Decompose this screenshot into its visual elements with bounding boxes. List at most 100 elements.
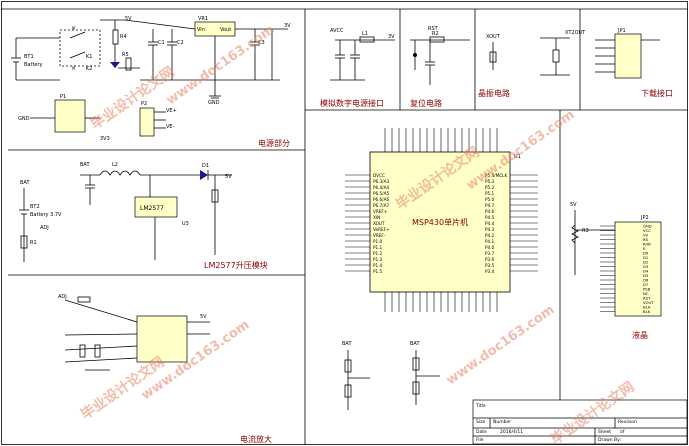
- ve-plus-label: VE+: [166, 108, 177, 114]
- amp-section: ADJ 5V 电流放大: [58, 294, 272, 444]
- amp-chip: [136, 315, 188, 363]
- mcu-left-pin: XIN: [373, 215, 380, 220]
- lcd-pin: VCC: [643, 228, 651, 233]
- v5-label-top: 5V: [125, 16, 132, 22]
- battery-label: Battery: [24, 62, 43, 68]
- l2-label: L2: [112, 162, 118, 168]
- lcd-pin: RS: [643, 237, 649, 242]
- jtag-connector: [614, 33, 642, 79]
- mcu-left-pin: DVCC: [373, 173, 385, 178]
- p2-label: P2: [141, 101, 147, 107]
- lcd-pin: D0: [643, 251, 649, 256]
- lcd-pin: D5: [643, 273, 649, 278]
- mcu-bottom-pins: [384, 292, 498, 312]
- bat-label-pot1: BAT: [342, 341, 352, 347]
- lcd-pin: VOUT: [643, 300, 654, 305]
- mcu-left-pin: P1.0: [373, 239, 383, 244]
- mcu-right-pin: P3.7: [485, 251, 495, 256]
- mcu-section: DVCCP6.3/A3P6.4/A4P6.5/A5P6.6/A6P6.7/A7V…: [345, 128, 538, 312]
- mcu-right-pin: P3.4: [485, 269, 495, 274]
- crystal-section: XOUT XT2OUT 晶振电路: [478, 30, 586, 98]
- v5-label-amp: 5V: [200, 314, 207, 320]
- mcu-left-pin: XOUT: [373, 221, 385, 226]
- mcu-right-pin: P4.1: [485, 239, 495, 244]
- vr1-label: VR1: [198, 16, 208, 22]
- c2-label: C2: [177, 40, 184, 46]
- c2-capacitor: [167, 29, 177, 80]
- download-section: JP1 下载接口: [595, 28, 673, 98]
- lcd-pin: D6: [643, 278, 649, 283]
- mcu-right-pin: P4.7: [485, 203, 495, 208]
- lcd-pin: BLA: [643, 305, 651, 310]
- p2-connector: [139, 107, 155, 137]
- mcu-left-pin: P6.3/A3: [373, 179, 389, 184]
- v3-label-analog: 3V: [388, 34, 395, 40]
- svg-text:×: ×: [71, 25, 76, 32]
- file-label: File: [476, 437, 484, 443]
- mcu-right-pin: P4.4: [485, 221, 495, 226]
- vin-label: Vin: [197, 27, 205, 33]
- lcd-pin: D4: [643, 269, 649, 274]
- drawn-label: Drawn By:: [598, 437, 621, 443]
- adj-label: ADJ: [40, 225, 49, 231]
- title-block: Title Size Number Revision Date 2016/4/1…: [472, 399, 688, 445]
- mcu-left-pin: P1.5: [373, 269, 383, 274]
- k2-label: K2: [86, 66, 92, 72]
- revision-label: Revision: [618, 419, 637, 425]
- mcu-right-pin: P5.1: [485, 191, 495, 196]
- v5-label-boost: 5V: [225, 174, 232, 180]
- section-reset-title: 复位电路: [410, 98, 442, 108]
- date-value: 2016/4/11: [500, 429, 523, 435]
- date-label: Date: [476, 429, 487, 435]
- mcu-right-pin: P4.6: [485, 209, 495, 214]
- xt2out-label: XT2OUT: [565, 30, 586, 36]
- c1-capacitor: [148, 29, 158, 80]
- mcu-left-pin: P1.3: [373, 257, 383, 262]
- xout-label: XOUT: [486, 34, 501, 40]
- jtag-label: JP1: [617, 28, 626, 34]
- section-power-title: 电源部分: [258, 138, 290, 148]
- u3-label: U3: [182, 221, 189, 227]
- lcd-pin: D7: [643, 282, 649, 287]
- gnd-label-power: GND: [208, 100, 220, 106]
- lcd-connector: [614, 221, 662, 317]
- sheet-of-label: of: [620, 429, 625, 435]
- adj-label-amp: ADJ: [58, 294, 67, 300]
- d1-label: D1: [202, 163, 209, 169]
- mcu-left-pin: P1.2: [373, 251, 383, 256]
- lcd-pin: D2: [643, 260, 649, 265]
- section-download-title: 下载接口: [641, 88, 673, 98]
- bt2-label: BT2: [30, 204, 40, 210]
- bat-label: BAT: [20, 180, 30, 186]
- mcu-left-pins: DVCCP6.3/A3P6.4/A4P6.5/A5P6.6/A6P6.7/A7V…: [345, 173, 390, 274]
- mcu-right-pin: P4.3: [485, 227, 495, 232]
- mcu-left-pin: P6.5/A5: [373, 191, 389, 196]
- lcd-pin: BLK: [643, 309, 651, 314]
- section-lcd-title: 液晶: [632, 330, 648, 340]
- mcu-left-pin: P1.1: [373, 245, 383, 250]
- v5-label-lcd: 5V: [570, 202, 577, 208]
- number-label: Number: [493, 419, 511, 425]
- r4-label: R4: [120, 34, 127, 40]
- section-amp-title: 电流放大: [240, 434, 272, 444]
- r3-label: R3: [582, 228, 589, 234]
- lcd-pin: NC: [643, 291, 649, 296]
- mcu-right-pin: P3.6: [485, 257, 495, 262]
- mcu-right-pin: P5.2: [485, 185, 495, 190]
- vout-label: Vout: [220, 27, 231, 33]
- lm2577-chip: [134, 196, 178, 218]
- mcu-right-pin: P3.5: [485, 263, 495, 268]
- u1-label: U1: [514, 154, 521, 160]
- p1-label: P1: [60, 94, 66, 100]
- k1-label: K1: [86, 54, 92, 60]
- mcu-left-pin: P6.7/A7: [373, 203, 389, 208]
- r5-label: R5: [122, 52, 129, 58]
- c3-capacitor: [250, 29, 260, 80]
- power-section: BT1 Battery K1 K2 × × R4 R5 5V Vin Vout …: [11, 16, 291, 148]
- bat-label-2: BAT: [80, 162, 90, 168]
- mcu-left-pin: P6.4/A4: [373, 185, 389, 190]
- reset-section: RST R2 复位电路: [410, 26, 470, 108]
- section-analog-title: 模拟数字电源接口: [320, 98, 384, 108]
- sheet-label: Sheet: [598, 429, 611, 435]
